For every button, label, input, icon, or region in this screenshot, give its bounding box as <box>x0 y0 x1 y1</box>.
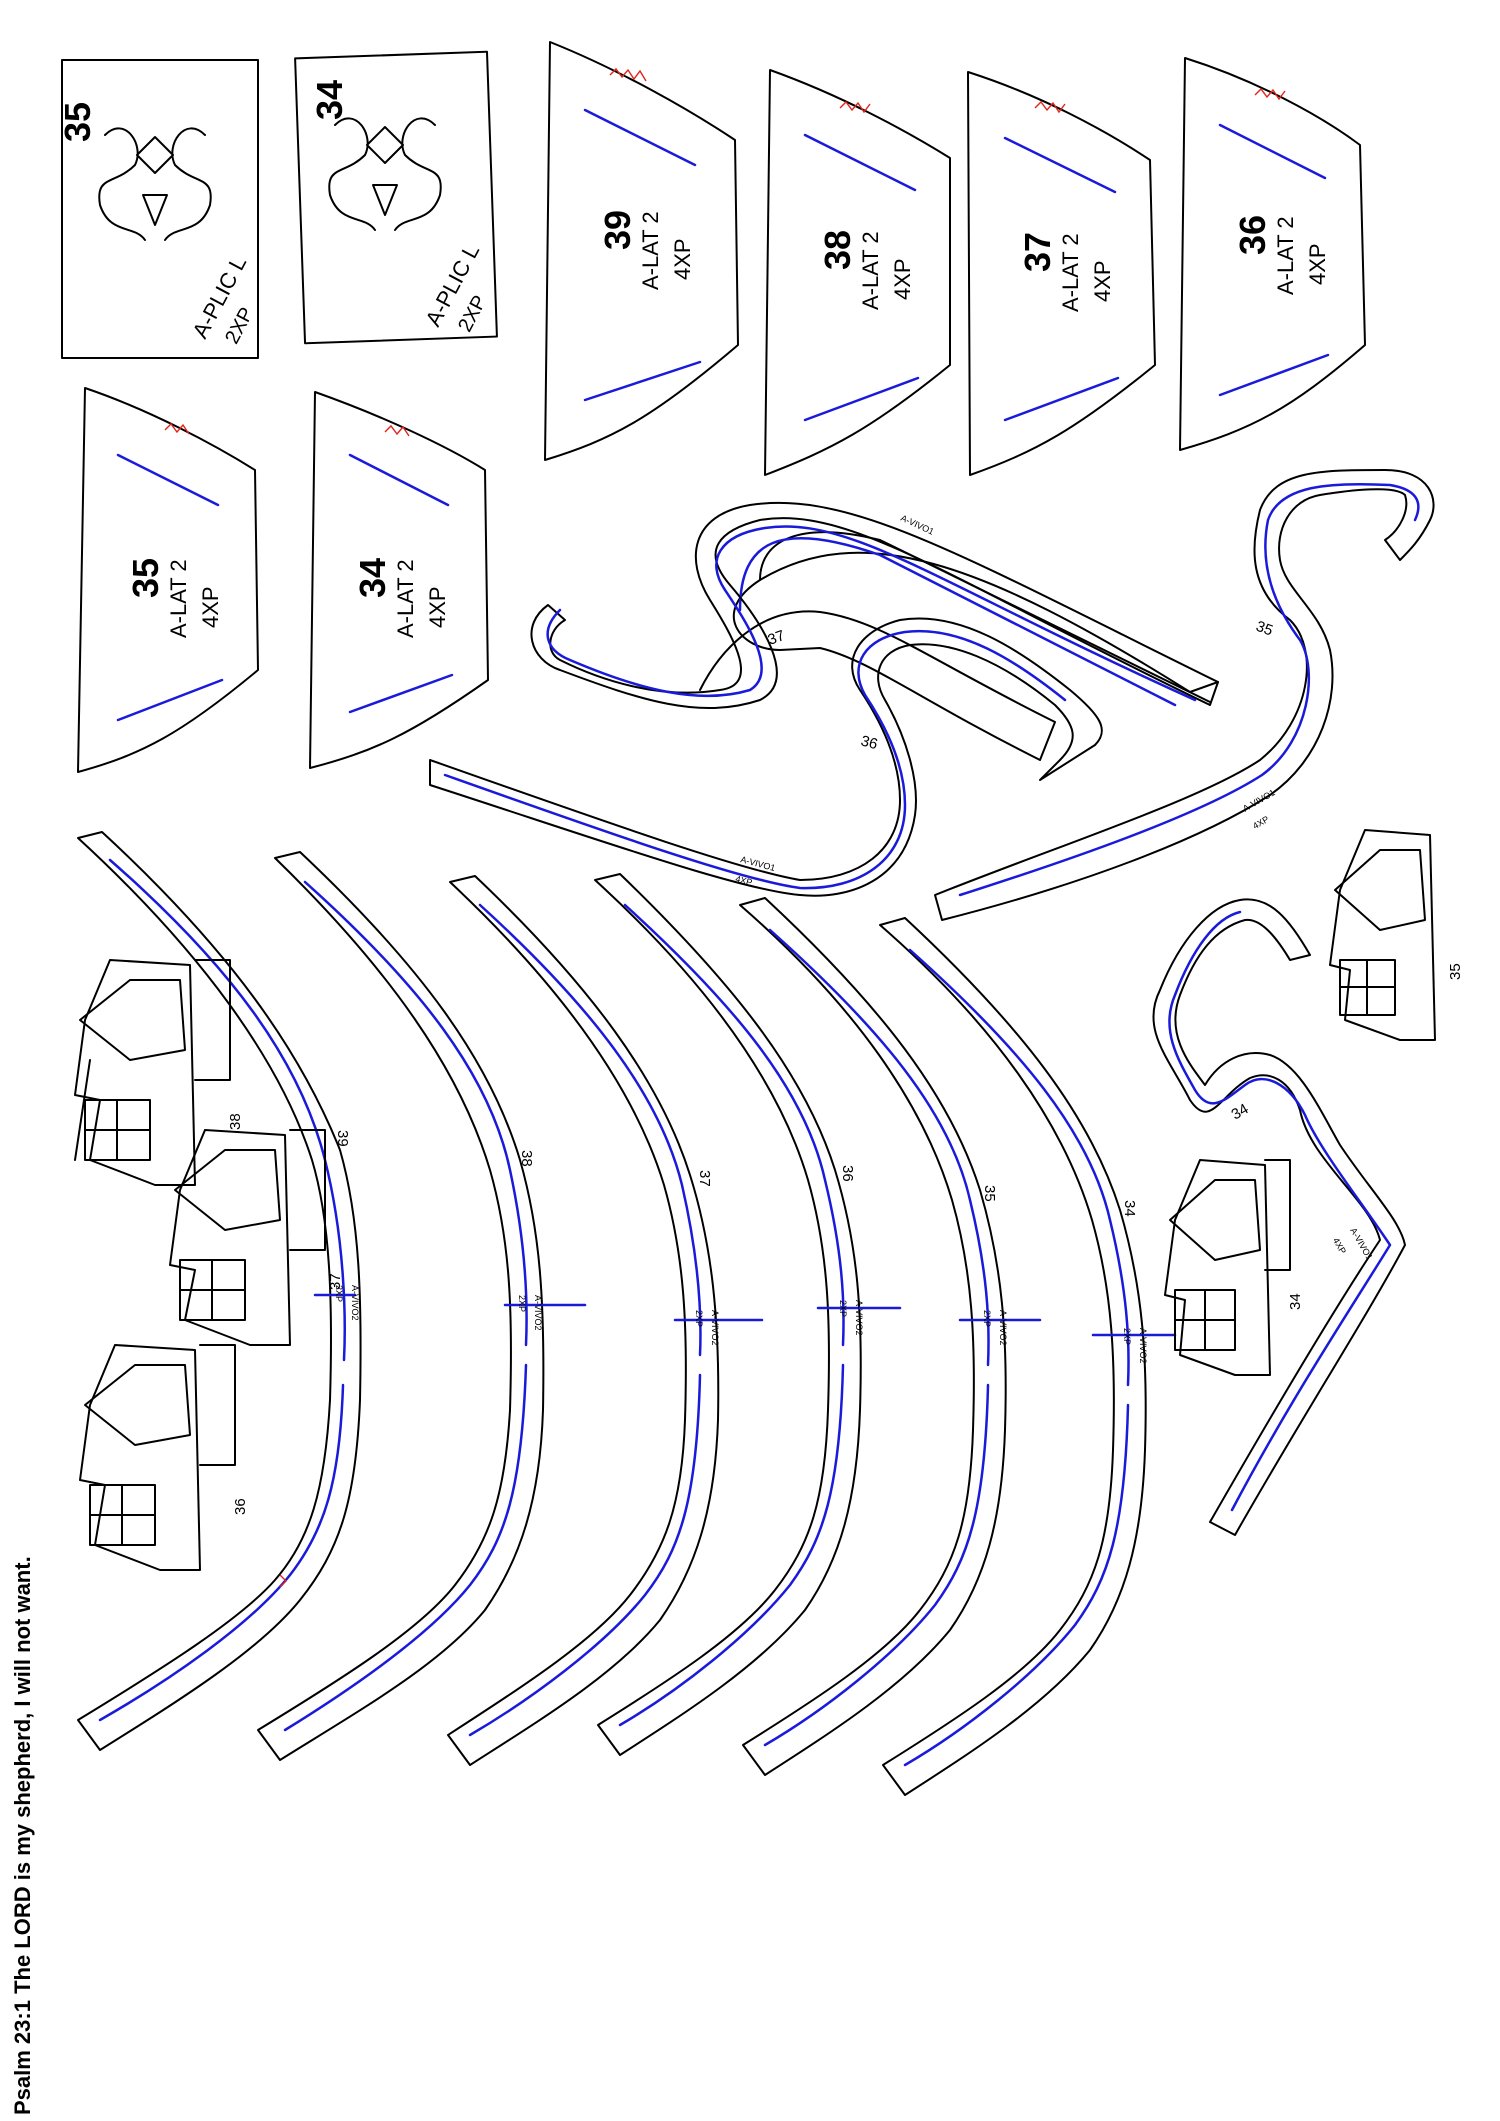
lateral-panel-34: 34 A-LAT 2 4XP <box>309 391 489 769</box>
lateral-number: 37 <box>1017 232 1058 272</box>
svg-text:2XP: 2XP <box>982 1310 992 1327</box>
arch-strip-code: A-VIVO2 <box>350 1285 360 1321</box>
arch-strip-38: 38 A-VIVO2 2XP <box>257 851 587 1761</box>
lateral-name: A-LAT 2 <box>858 231 883 310</box>
lateral-count: 4XP <box>198 586 223 628</box>
window-piece-37: 37 <box>169 1129 344 1346</box>
curved-strip-code: A-VIVO1 <box>1348 1226 1374 1262</box>
lateral-name: A-LAT 2 <box>393 559 418 638</box>
lateral-count: 4XP <box>1305 243 1330 285</box>
window-number: 34 <box>1287 1293 1304 1310</box>
window-piece-38: 38 <box>74 959 244 1186</box>
arch-strip-34: 34 A-VIVO2 2XP <box>879 917 1177 1796</box>
curved-strip-code: A-VIVO1 <box>899 513 935 537</box>
applique-panel-35: 35 A-PLIC L 2XP <box>57 59 259 359</box>
window-number: 36 <box>232 1498 249 1515</box>
curved-strip-number: 35 <box>1254 618 1275 640</box>
arch-strip-37: 37 A-VIVO2 2XP <box>447 875 764 1766</box>
window-number: 38 <box>227 1113 244 1130</box>
lateral-panel-37: 37 A-LAT 2 4XP <box>967 71 1156 476</box>
svg-text:4XP: 4XP <box>1251 814 1271 831</box>
lateral-panel-36: 36 A-LAT 2 4XP <box>1179 57 1366 451</box>
arch-strip-35: 35 A-VIVO2 2XP <box>739 897 1042 1776</box>
lateral-panel-39: 39 A-LAT 2 4XP <box>544 41 739 461</box>
curved-strip-number: 34 <box>1229 1100 1252 1123</box>
lateral-name: A-LAT 2 <box>1273 216 1298 295</box>
arch-strip-number: 36 <box>839 1165 856 1182</box>
svg-text:2XP: 2XP <box>1122 1328 1132 1345</box>
arch-strip-number: 34 <box>1121 1200 1138 1217</box>
lateral-panel-38: 38 A-LAT 2 4XP <box>764 69 951 476</box>
arch-strip-code: A-VIVO2 <box>854 1300 864 1336</box>
s-strip-37-path <box>530 501 1219 710</box>
lateral-count: 4XP <box>890 258 915 300</box>
applique-count: 2XP <box>454 292 491 336</box>
arch-strip-number: 38 <box>518 1150 535 1167</box>
lateral-count: 4XP <box>1090 260 1115 302</box>
window-piece-34: 34 <box>1164 1159 1304 1376</box>
lateral-count: 4XP <box>425 586 450 628</box>
window-number: 37 <box>327 1273 344 1290</box>
svg-text:2XP: 2XP <box>517 1295 527 1312</box>
lateral-number: 39 <box>597 210 638 250</box>
window-number: 35 <box>1447 963 1464 980</box>
applique-number: 35 <box>57 102 98 142</box>
arch-strip-code: A-VIVO2 <box>998 1310 1008 1346</box>
arch-strip-number: 35 <box>981 1185 998 1202</box>
arch-strip-39: 39 A-VIVO2 2XP <box>77 831 362 1751</box>
lateral-count: 4XP <box>670 238 695 280</box>
arch-strip-number: 37 <box>696 1170 713 1187</box>
lateral-name: A-LAT 2 <box>638 211 663 290</box>
lateral-number: 36 <box>1232 215 1273 255</box>
svg-text:4XP: 4XP <box>1331 1236 1348 1256</box>
curved-strip-code: A-VIVO1 <box>1241 787 1277 813</box>
lateral-number: 38 <box>817 230 858 270</box>
lateral-number: 35 <box>125 558 166 598</box>
lateral-name: A-LAT 2 <box>166 559 191 638</box>
arch-strip-code: A-VIVO2 <box>1138 1328 1148 1364</box>
arch-strip-36: 36 A-VIVO2 2XP <box>594 873 902 1756</box>
applique-panel-34: 34 A-PLIC L 2XP <box>294 50 498 345</box>
lateral-panel-35: 35 A-LAT 2 4XP <box>77 387 259 773</box>
arch-strip-code: A-VIVO2 <box>710 1310 720 1346</box>
scripture-text: Psalm 23:1 The LORD is my shepherd, I wi… <box>10 1556 35 2115</box>
svg-text:4XP: 4XP <box>734 874 753 888</box>
arch-strip-number: 39 <box>334 1130 351 1147</box>
applique-number: 34 <box>309 80 350 120</box>
window-piece-35: 35 <box>1329 829 1464 1041</box>
curved-strip-number: 36 <box>859 732 880 753</box>
applique-count: 2XP <box>221 304 258 348</box>
lateral-name: A-LAT 2 <box>1058 233 1083 312</box>
svg-text:2XP: 2XP <box>838 1300 848 1317</box>
ornament-icon <box>328 117 442 231</box>
window-piece-36: 36 <box>79 1344 249 1571</box>
svg-text:2XP: 2XP <box>334 1285 344 1302</box>
curved-strip-number: 37 <box>766 627 787 649</box>
lateral-number: 34 <box>352 558 393 598</box>
svg-text:2XP: 2XP <box>694 1310 704 1327</box>
ornament-icon <box>98 127 212 241</box>
arch-strip-code: A-VIVO2 <box>533 1295 543 1331</box>
